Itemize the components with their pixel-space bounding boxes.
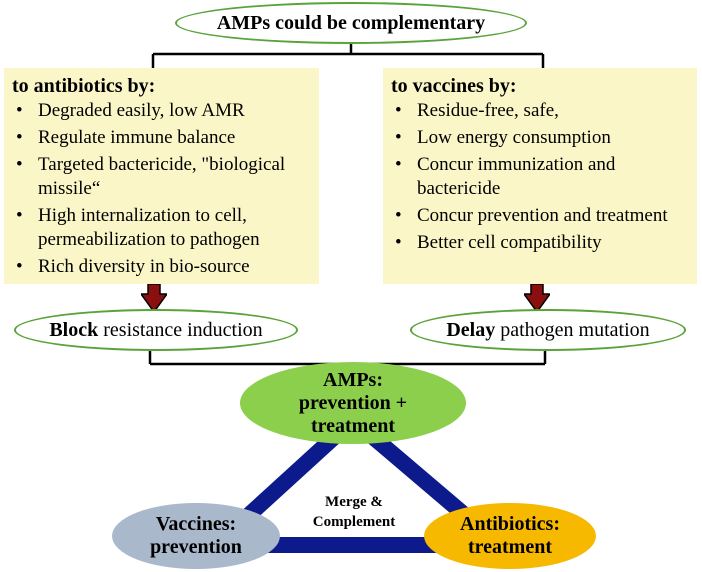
vaccines-label: Vaccines: prevention xyxy=(150,513,242,558)
list-item: Rich diversity in bio-source xyxy=(12,255,311,279)
list-item: Concur prevention and treatment xyxy=(391,204,689,228)
list-item: Better cell compatibility xyxy=(391,231,689,255)
antibiotics-ellipse: Antibiotics: treatment xyxy=(424,503,596,569)
list-item: Low energy consumption xyxy=(391,126,689,150)
delay-bold: Delay xyxy=(446,318,496,341)
vaccines-ellipse: Vaccines: prevention xyxy=(112,503,280,569)
top-bracket xyxy=(151,44,545,68)
delay-rest: pathogen mutation xyxy=(495,318,650,341)
vaccines-panel: to vaccines by: Residue-free, safe, Low … xyxy=(383,68,697,284)
list-item: Targeted bactericide, "biological missil… xyxy=(12,153,311,201)
antibiotics-panel: to antibiotics by: Degraded easily, low … xyxy=(4,68,319,284)
block-resistance-pill: Block resistance induction xyxy=(14,309,298,351)
delay-mutation-pill: Delay pathogen mutation xyxy=(410,309,686,351)
block-bold: Block xyxy=(49,318,99,341)
amps-label: AMPs: prevention + treatment xyxy=(298,368,408,437)
antibiotics-panel-title: to antibiotics by: xyxy=(12,75,156,97)
list-item: Concur immunization and bactericide xyxy=(391,153,689,201)
right-down-arrow-icon xyxy=(524,284,550,314)
vaccines-panel-title: to vaccines by: xyxy=(391,75,517,97)
block-rest: resistance induction xyxy=(98,318,263,341)
list-item: High internalization to cell, permeabili… xyxy=(12,204,311,252)
top-title: AMPs could be complementary xyxy=(216,11,486,34)
merge-complement-label: Merge & Complement xyxy=(312,494,396,530)
list-item: Degraded easily, low AMR xyxy=(12,99,311,123)
left-down-arrow-icon xyxy=(141,284,167,314)
top-title-pill: AMPs could be complementary xyxy=(175,2,527,44)
list-item: Regulate immune balance xyxy=(12,126,311,150)
amps-ellipse: AMPs: prevention + treatment xyxy=(240,362,466,444)
antibiotics-label: Antibiotics: treatment xyxy=(460,513,560,558)
list-item: Residue-free, safe, xyxy=(391,99,689,123)
